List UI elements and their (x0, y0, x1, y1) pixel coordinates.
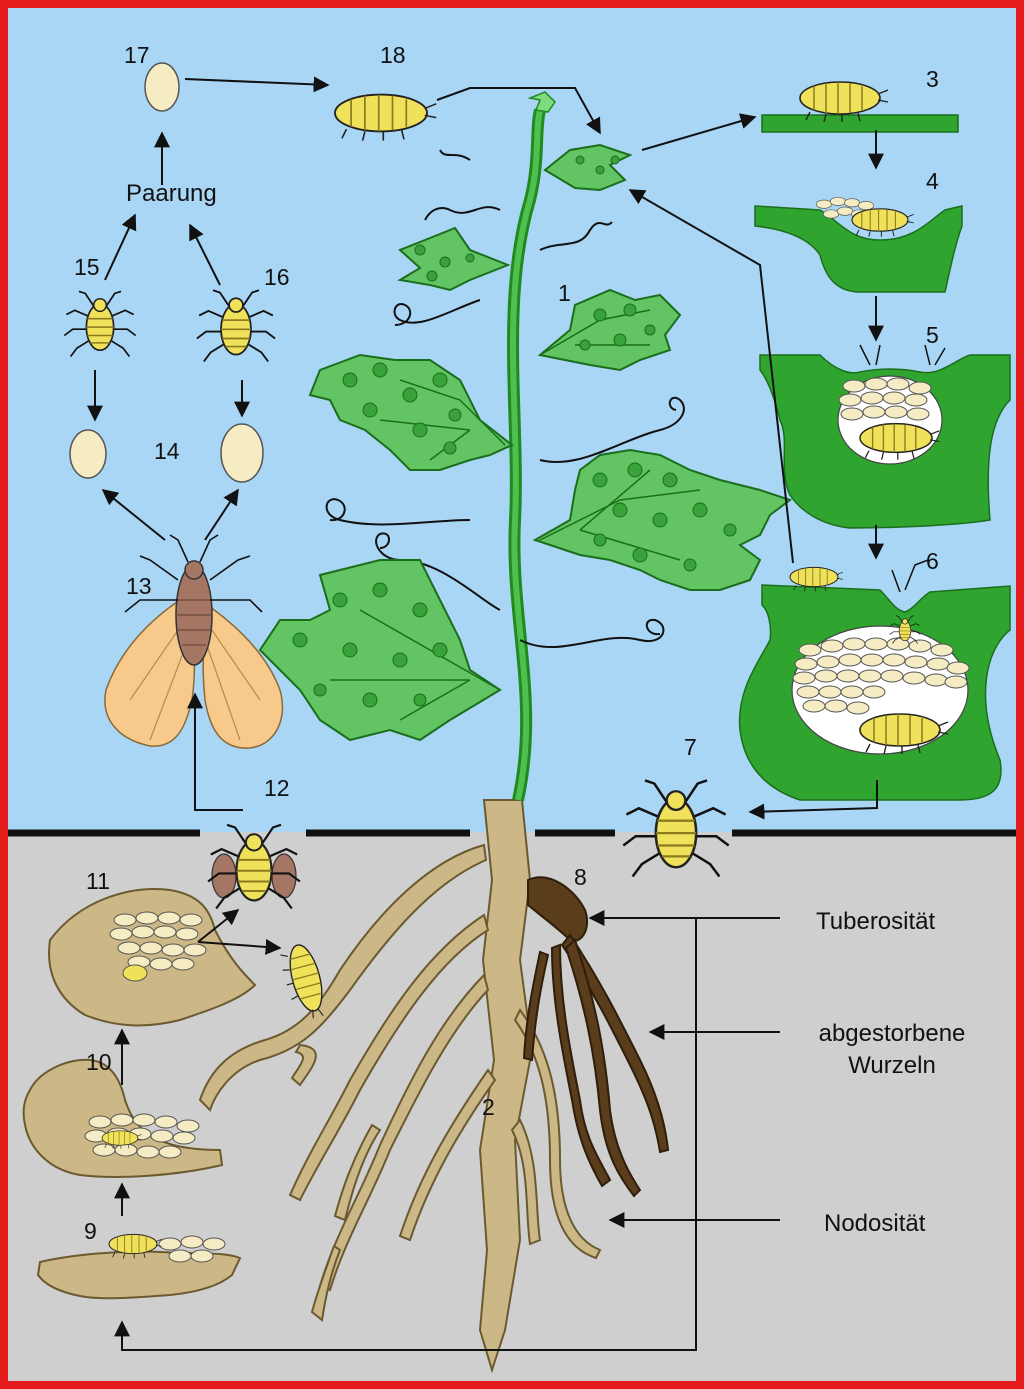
label-15: 15 (74, 256, 100, 279)
label-3: 3 (926, 68, 939, 91)
label-2: 2 (482, 1096, 495, 1119)
label-tuberosity: Tuberosität (816, 910, 935, 934)
leaf-gall-stage-5 (760, 345, 1010, 528)
label-1: 1 (558, 282, 571, 305)
label-5: 5 (926, 324, 939, 347)
label-9: 9 (84, 1220, 97, 1243)
label-dead-roots-line2: Wurzeln (812, 1054, 972, 1078)
label-14: 14 (154, 440, 180, 463)
label-17: 17 (124, 44, 150, 67)
label-4: 4 (926, 170, 939, 193)
label-12: 12 (264, 777, 290, 800)
label-16: 16 (264, 266, 290, 289)
label-6: 6 (926, 550, 939, 573)
label-13: 13 (126, 575, 152, 598)
label-11: 11 (86, 870, 110, 893)
label-18: 18 (380, 44, 406, 67)
label-nodosity: Nodosität (824, 1212, 925, 1236)
label-8: 8 (574, 866, 587, 889)
label-mating: Paarung (126, 182, 217, 206)
phylloxera-lifecycle-illustration (8, 8, 1016, 1381)
leaf-gall-stage-6 (740, 560, 1010, 800)
label-dead-roots-line1: abgestorbene (812, 1022, 972, 1046)
label-10: 10 (86, 1051, 112, 1074)
label-7: 7 (684, 736, 697, 759)
